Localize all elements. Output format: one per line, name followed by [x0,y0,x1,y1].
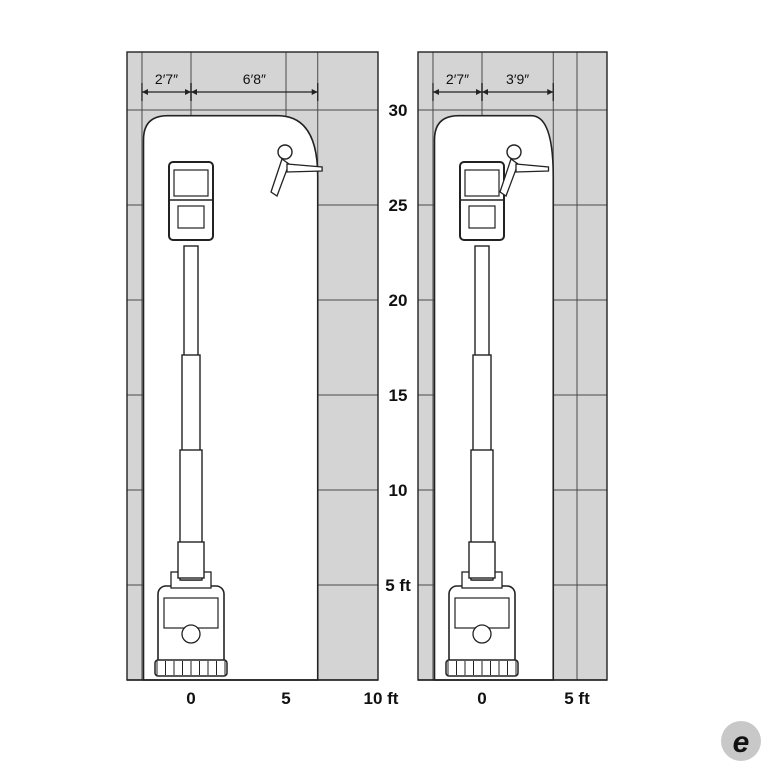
y-tick-label: 25 [389,196,408,215]
mast-collar [468,541,496,579]
platform-panel [177,205,205,229]
platform-controls [173,169,209,197]
dimension-arrow [476,89,482,95]
x-tick-label: 0 [186,689,195,708]
dimension-arrow [191,89,197,95]
y-tick-label: 10 [389,481,408,500]
x-tick-label: 0 [477,689,486,708]
brand-logo: e [721,721,761,761]
dimension-arrow [185,89,191,95]
y-tick-label: 15 [389,386,408,405]
mast-collar [177,541,205,579]
height-axis-labels: 30 25 20 15 10 5 ft [385,101,411,595]
platform-panel [468,205,496,229]
lift-base-hub [472,624,492,644]
dimension-arrow [141,89,148,95]
operator-torso [499,157,519,197]
dimension-arrow [547,89,554,95]
lift-base-hub [181,624,201,644]
working-envelope [433,114,555,681]
operator-arm [286,163,323,173]
dimension-arrow [482,89,488,95]
x-tick-label: 5 [281,689,290,708]
dimension-arrow [311,89,318,95]
operator-torso [270,157,290,197]
lift-base-panel [163,597,219,629]
lift-base-panel [454,597,510,629]
logo-circle [721,721,761,761]
dimension-label: 6′8″ [243,71,266,87]
aerial-lift-machine [445,161,519,677]
dimension-label: 3′9″ [506,71,529,87]
left-reach-diagram: 2′7″ 6′8″ 0 5 10 ft [126,51,399,708]
aerial-lift-machine [154,161,228,677]
x-tick-label: 5 ft [564,689,590,708]
y-tick-label: 20 [389,291,408,310]
dimension-label: 2′7″ [155,71,178,87]
operator-figure [499,144,550,197]
y-tick-label: 30 [389,101,408,120]
x-tick-label: 10 ft [364,689,399,708]
right-reach-diagram: 2′7″ 3′9″ 0 5 ft [417,51,608,708]
dimension-arrow [432,89,439,95]
operator-head [506,144,522,160]
operator-arm [515,163,550,173]
platform-controls [464,169,500,197]
y-tick-label: 5 ft [385,576,411,595]
dimension-label: 2′7″ [446,71,469,87]
operator-figure [270,144,323,197]
operator-head [277,144,293,160]
logo-glyph: e [733,726,750,759]
